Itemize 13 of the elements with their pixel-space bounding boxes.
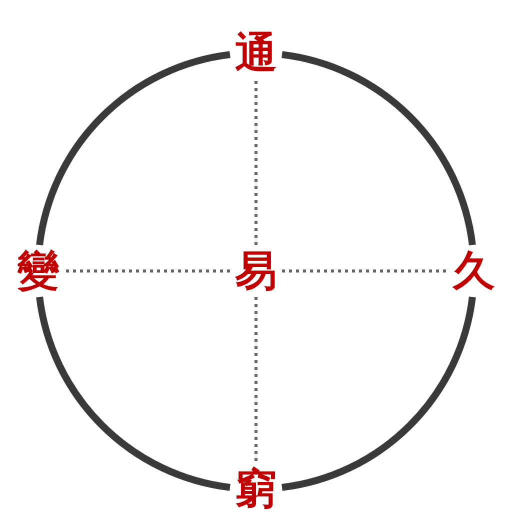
ring-arc bbox=[281, 51, 476, 246]
dotted-line bbox=[254, 79, 258, 245]
dotted-line bbox=[282, 270, 448, 272]
character-label: 變 bbox=[17, 250, 59, 292]
ring-arc bbox=[36, 296, 231, 491]
character-label: 窮 bbox=[235, 468, 277, 510]
ring-arc bbox=[36, 51, 231, 246]
character-label: 久 bbox=[453, 250, 495, 292]
dotted-line bbox=[64, 270, 230, 272]
ring-arc bbox=[281, 296, 476, 491]
character-label: 通 bbox=[235, 32, 277, 74]
dotted-line bbox=[254, 297, 258, 463]
character-label: 易 bbox=[235, 250, 277, 292]
